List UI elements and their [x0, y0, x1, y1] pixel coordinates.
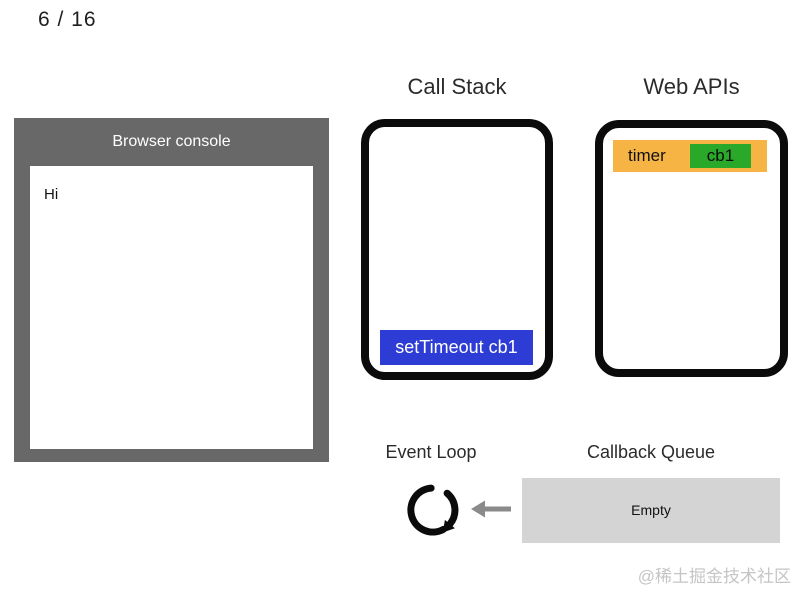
- timer-api-label: timer: [628, 146, 666, 165]
- browser-console-title: Browser console: [112, 133, 231, 150]
- callback-queue-label: Callback Queue: [586, 442, 716, 462]
- timer-callback-chip: cb1: [690, 144, 751, 168]
- event-loop-icon: [407, 484, 459, 536]
- browser-console: Browser console Hi: [14, 118, 329, 462]
- console-log-line: Hi: [44, 186, 59, 203]
- browser-console-output: Hi: [30, 166, 313, 449]
- web-apis-label: Web APIs: [643, 74, 740, 99]
- event-loop-label: Event Loop: [385, 442, 477, 462]
- call-stack-label: Call Stack: [407, 74, 507, 99]
- watermark: @稀土掘金技术社区: [637, 567, 791, 586]
- web-apis-box: timer cb1: [595, 120, 788, 377]
- callback-queue-box: Empty: [522, 478, 780, 543]
- queue-to-loop-arrow-icon: [471, 500, 511, 518]
- callback-queue-status: Empty: [631, 502, 671, 518]
- timer-api-bar: timer cb1: [613, 140, 767, 172]
- slide-counter: 6 / 16: [38, 8, 97, 31]
- call-stack-box: setTimeout cb1: [361, 119, 553, 380]
- stack-frame-settimeout: setTimeout cb1: [380, 330, 533, 365]
